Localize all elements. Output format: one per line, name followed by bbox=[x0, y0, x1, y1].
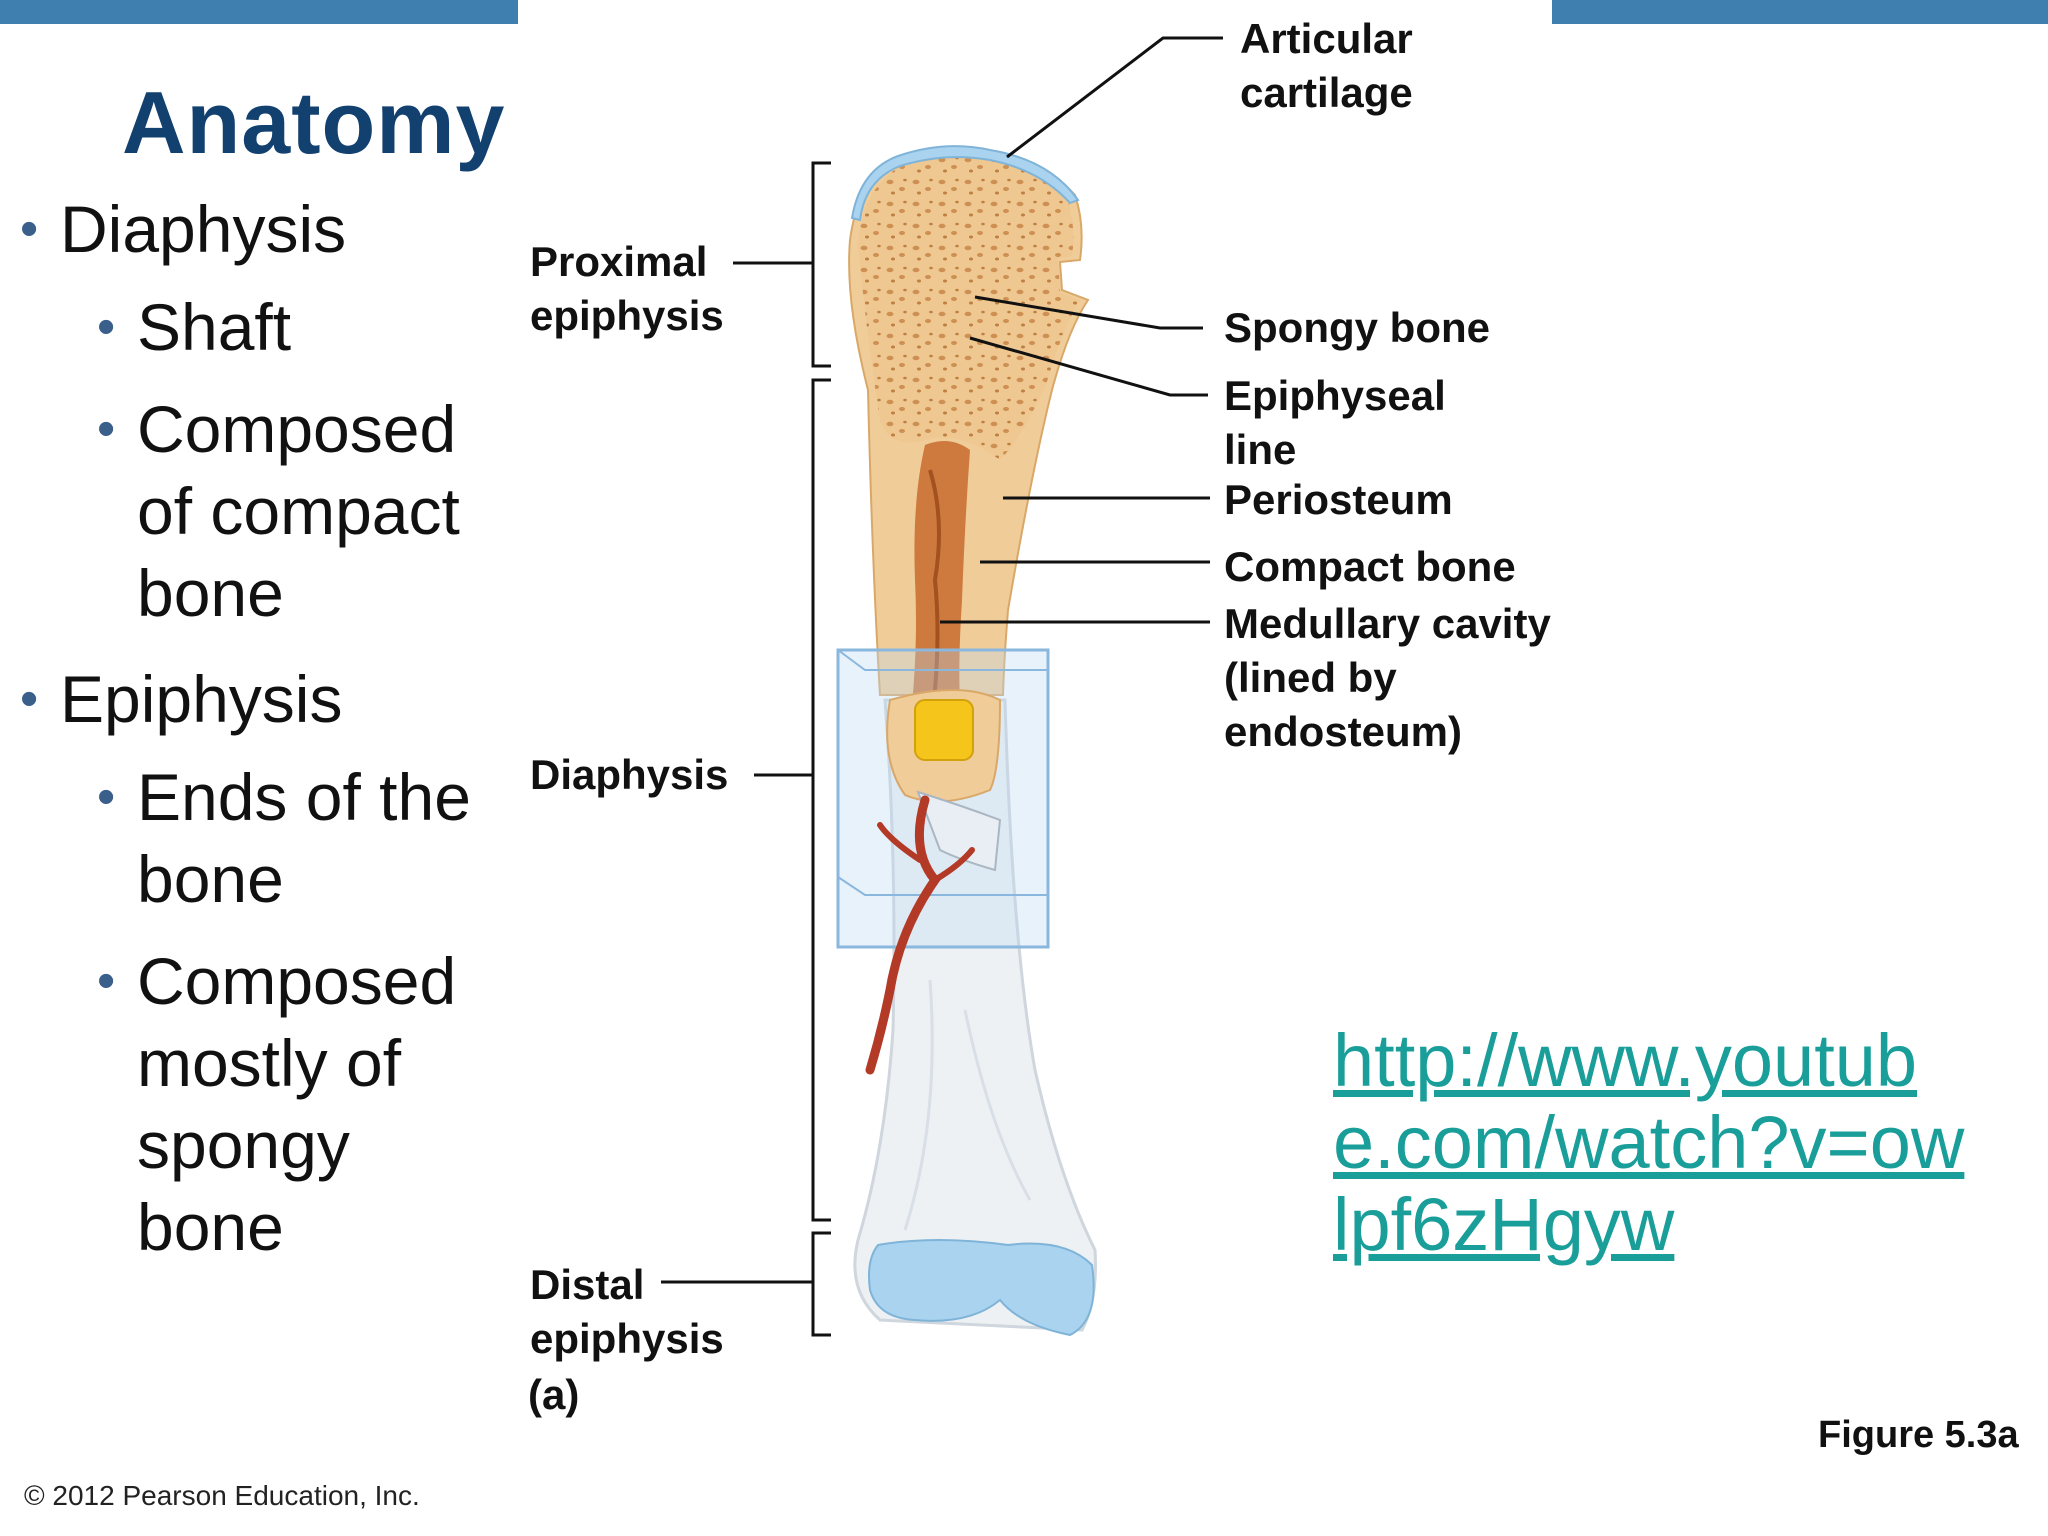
bracket-distal-epiphysis bbox=[811, 1231, 831, 1337]
bullet-text: Diaphysis bbox=[60, 192, 347, 266]
bullet-dot-icon: • bbox=[97, 952, 116, 1010]
proximal-articular-cartilage bbox=[850, 145, 1080, 222]
bullet-dot-icon: • bbox=[20, 200, 39, 258]
bullet-text: Shaft bbox=[137, 290, 292, 364]
bullet-text: Epiphysis bbox=[60, 662, 343, 736]
slide-title: Anatomy bbox=[122, 73, 506, 172]
bullet-composed-compact: • Composed of compact bone bbox=[97, 388, 497, 634]
distal-articular-cartilage bbox=[868, 1239, 1095, 1337]
label-spongy-bone: Spongy bone bbox=[1224, 304, 1490, 351]
bullet-text: Composed mostly of spongy bone bbox=[137, 944, 457, 1264]
label-part-a: (a) bbox=[528, 1371, 580, 1418]
figure-label: Figure 5.3a bbox=[1818, 1414, 2019, 1456]
label-text: Distal epiphysis bbox=[530, 1261, 724, 1362]
yellow-marrow bbox=[914, 699, 974, 761]
copyright-notice: © 2012 Pearson Education, Inc. bbox=[24, 1480, 420, 1511]
medullary-cavity bbox=[912, 441, 970, 705]
label-proximal-epiphysis: Proximal epiphysis bbox=[530, 235, 740, 343]
bullet-diaphysis: • Diaphysis bbox=[20, 188, 347, 270]
top-accent-bar-left bbox=[0, 0, 518, 24]
bullet-epiphysis: • Epiphysis bbox=[20, 658, 343, 740]
youtube-link[interactable]: http://www.youtube.com/watch?v=owlpf6zHg… bbox=[1333, 1019, 1965, 1266]
label-epiphyseal-line: Epiphyseal line bbox=[1224, 372, 1446, 473]
bracket-proximal-epiphysis bbox=[811, 161, 831, 368]
label-compact-bone: Compact bone bbox=[1224, 543, 1516, 590]
label-diaphysis: Diaphysis bbox=[530, 751, 729, 798]
bullet-text: Ends of the bone bbox=[137, 760, 471, 916]
bullet-dot-icon: • bbox=[20, 670, 39, 728]
bullet-composed-spongy: • Composed mostly of spongy bone bbox=[97, 940, 497, 1268]
label-distal-epiphysis: Distal epiphysis bbox=[530, 1258, 730, 1366]
label-periosteum: Periosteum bbox=[1224, 476, 1453, 523]
label-articular-cartilage: Articular cartilage bbox=[1240, 15, 1413, 116]
bullet-ends-of-bone: • Ends of the bone bbox=[97, 756, 497, 920]
bullet-shaft: • Shaft bbox=[97, 286, 497, 368]
top-accent-bar-right bbox=[1552, 0, 2048, 24]
bullet-text: Composed of compact bone bbox=[137, 392, 460, 630]
bullet-dot-icon: • bbox=[97, 768, 116, 826]
label-text: Proximal epiphysis bbox=[530, 238, 724, 339]
bracket-diaphysis bbox=[811, 378, 831, 1222]
nutrient-artery bbox=[865, 795, 941, 1075]
label-medullary-cavity: Medullary cavity (lined by endosteum) bbox=[1224, 600, 1551, 755]
bullet-dot-icon: • bbox=[97, 400, 116, 458]
bullet-dot-icon: • bbox=[97, 298, 116, 356]
spongy-bone-region bbox=[858, 156, 1080, 460]
